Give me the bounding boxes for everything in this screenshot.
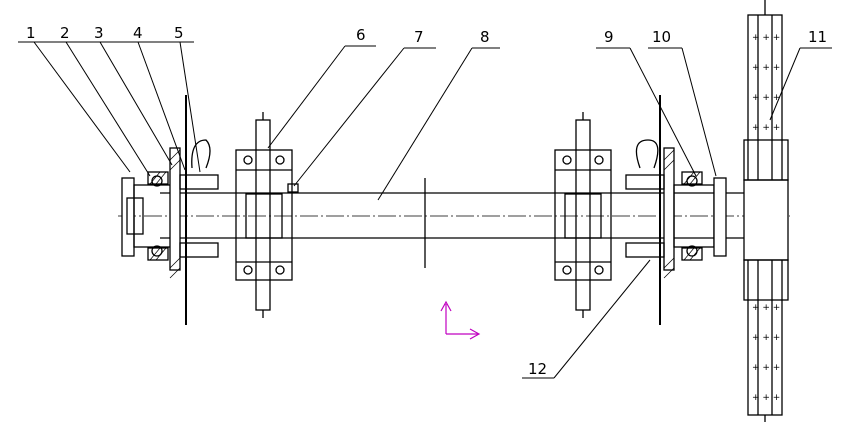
callout-3: 3	[94, 24, 104, 42]
callout-labels: 1 2 3 4 5 6 7 8 9 10 11 12	[26, 24, 827, 378]
right-mount-plate	[625, 95, 675, 325]
callout-5: 5	[174, 24, 184, 42]
svg-text:+ + +: + + +	[752, 363, 780, 373]
right-bearing-housing	[673, 171, 727, 261]
axis-indicator	[440, 300, 481, 340]
callout-10: 10	[652, 28, 671, 46]
svg-text:+ + +: + + +	[752, 33, 780, 43]
left-bearing-housing	[121, 171, 175, 261]
left-mount-plate	[169, 95, 219, 325]
left-sprocket	[235, 112, 299, 318]
chain-link-pins: + + + + + + + + + + + + + + + + + + + + …	[752, 33, 780, 403]
right-sprocket-bolts	[562, 155, 604, 275]
svg-text:+ + +: + + +	[752, 93, 780, 103]
svg-text:+ + +: + + +	[752, 63, 780, 73]
left-sprocket-bolts	[243, 155, 285, 275]
svg-text:+ + +: + + +	[752, 333, 780, 343]
svg-text:+ + +: + + +	[752, 303, 780, 313]
svg-text:+ + +: + + +	[752, 123, 780, 133]
callout-7: 7	[414, 28, 424, 46]
drive-chain: + + + + + + + + + + + + + + + + + + + + …	[743, 0, 789, 422]
svg-text:+ + +: + + +	[752, 393, 780, 403]
callout-9: 9	[604, 28, 614, 46]
callout-12: 12	[528, 360, 547, 378]
callout-4: 4	[133, 24, 143, 42]
callout-11: 11	[808, 28, 827, 46]
callout-8: 8	[480, 28, 490, 46]
callout-6: 6	[356, 26, 366, 44]
callout-2: 2	[60, 24, 70, 42]
right-sprocket	[554, 112, 612, 318]
callout-1: 1	[26, 24, 36, 42]
callout-leaders	[18, 41, 832, 379]
